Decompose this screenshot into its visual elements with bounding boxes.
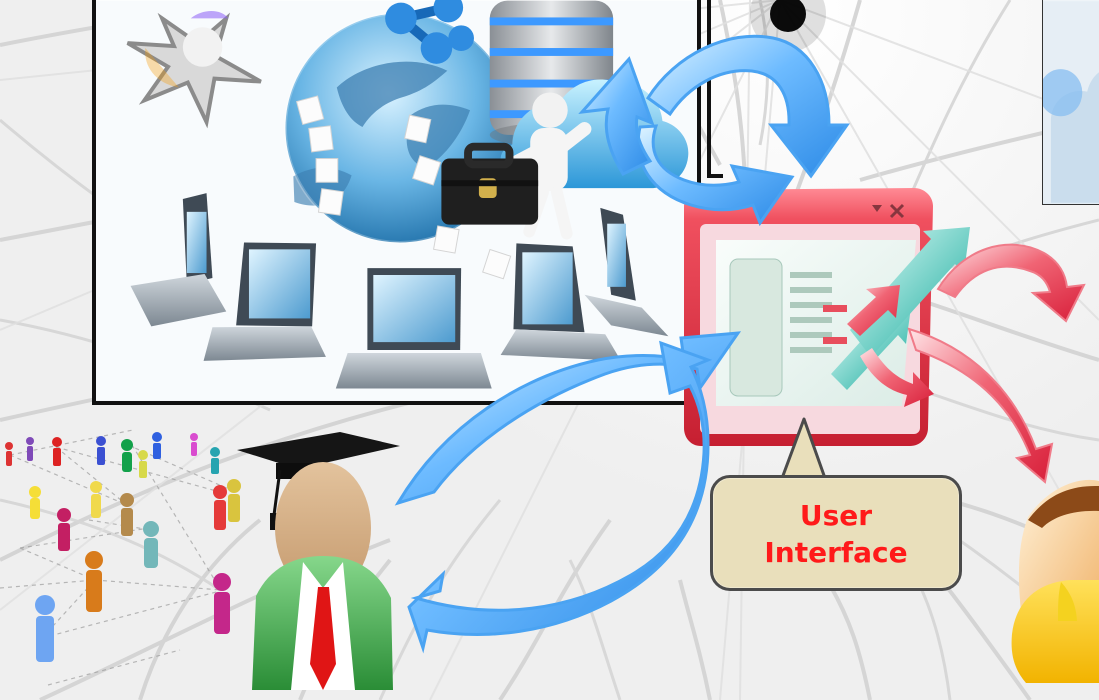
laptop-icon (335, 268, 492, 389)
laptop-icon (500, 243, 622, 361)
user-interface-callout: User Interface (710, 475, 962, 591)
callout-tail (779, 417, 828, 483)
red-process-arrows (907, 243, 1086, 484)
cycle-arrow-top (578, 34, 850, 227)
briefcase-icon (441, 142, 539, 225)
user-interface-label: User Interface (764, 499, 908, 569)
cycle-arrow-bottom (394, 331, 742, 654)
laptop-icon (130, 193, 227, 327)
graduate-user-icon (237, 432, 400, 690)
laptop-icon (203, 242, 326, 361)
user-interface-window-icon (684, 188, 970, 446)
network-scene-panel (92, 0, 701, 405)
laptop-icon (584, 207, 669, 337)
molecule-icon (385, 0, 474, 64)
divider-frame (707, 0, 723, 178)
cloud-panel (1042, 0, 1099, 205)
starburst-icon (126, 11, 262, 129)
network-people-icon (0, 429, 241, 686)
user-avatar-icon (1011, 479, 1099, 683)
